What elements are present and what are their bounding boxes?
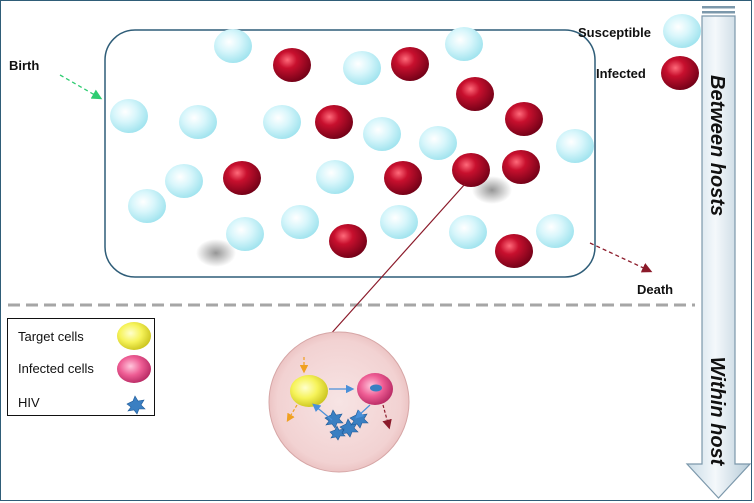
- virus-production-arrow: [355, 404, 371, 419]
- legend-hiv: HIV: [18, 395, 40, 410]
- cell-shadow: [196, 239, 236, 267]
- infected-cell-selected: [452, 153, 490, 187]
- infected-cell: [223, 161, 261, 195]
- infected-cell: [329, 224, 367, 258]
- susceptible-cell: [179, 105, 217, 139]
- zoom-connector: [319, 183, 466, 347]
- susceptible-cell: [556, 129, 594, 163]
- birth-label: Birth: [9, 58, 40, 73]
- susceptible-cell: [263, 105, 301, 139]
- infected-cell: [456, 77, 494, 111]
- susceptible-label: Susceptible: [578, 25, 651, 40]
- within-host-label: Within host: [706, 356, 728, 466]
- susceptible-cell: [449, 215, 487, 249]
- susceptible-key-icon: [663, 14, 701, 48]
- legend-infected-cells: Infected cells: [18, 361, 94, 376]
- infected-cell: [384, 161, 422, 195]
- yellow-cell-icon: [117, 322, 151, 350]
- scale-arrow: [685, 6, 752, 499]
- susceptible-cell: [363, 117, 401, 151]
- susceptible-cell: [165, 164, 203, 198]
- susceptible-cell: [226, 217, 264, 251]
- susceptible-cell: [536, 214, 574, 248]
- susceptible-cell: [128, 189, 166, 223]
- target-cell: [290, 375, 328, 407]
- susceptible-cells: [110, 27, 594, 251]
- susceptible-cell: [445, 27, 483, 61]
- infected-cells: [223, 47, 543, 268]
- between-hosts-label: Between hosts: [706, 75, 728, 217]
- susceptible-cell: [214, 29, 252, 63]
- infected-death-arrow: [382, 404, 392, 430]
- death-arrow: [589, 242, 653, 273]
- infected-label: Infected: [596, 66, 646, 81]
- susceptible-cell: [316, 160, 354, 194]
- infected-cell: [502, 150, 540, 184]
- infected-cell: [505, 102, 543, 136]
- infected-cell: [273, 48, 311, 82]
- susceptible-cell: [419, 126, 457, 160]
- pink-cell-icon: [117, 355, 151, 383]
- within-host-circle: [268, 331, 410, 473]
- legend-icons: [117, 322, 151, 415]
- birth-arrow: [59, 74, 103, 100]
- intracellular-virus-icon: [370, 384, 382, 392]
- infected-cell: [495, 234, 533, 268]
- legend-box: Target cells Infected cells HIV: [7, 318, 155, 416]
- virus-icon: [126, 395, 146, 415]
- virus-infects-arrow: [312, 403, 333, 421]
- susceptible-cell: [281, 205, 319, 239]
- susceptible-cell: [343, 51, 381, 85]
- legend-target-cells: Target cells: [18, 329, 84, 344]
- death-label: Death: [637, 282, 674, 297]
- target-death-arrow: [286, 404, 298, 423]
- susceptible-cell: [110, 99, 148, 133]
- susceptible-cell: [380, 205, 418, 239]
- infected-key-icon: [661, 56, 699, 90]
- infected-cell: [315, 105, 353, 139]
- infected-cell: [391, 47, 429, 81]
